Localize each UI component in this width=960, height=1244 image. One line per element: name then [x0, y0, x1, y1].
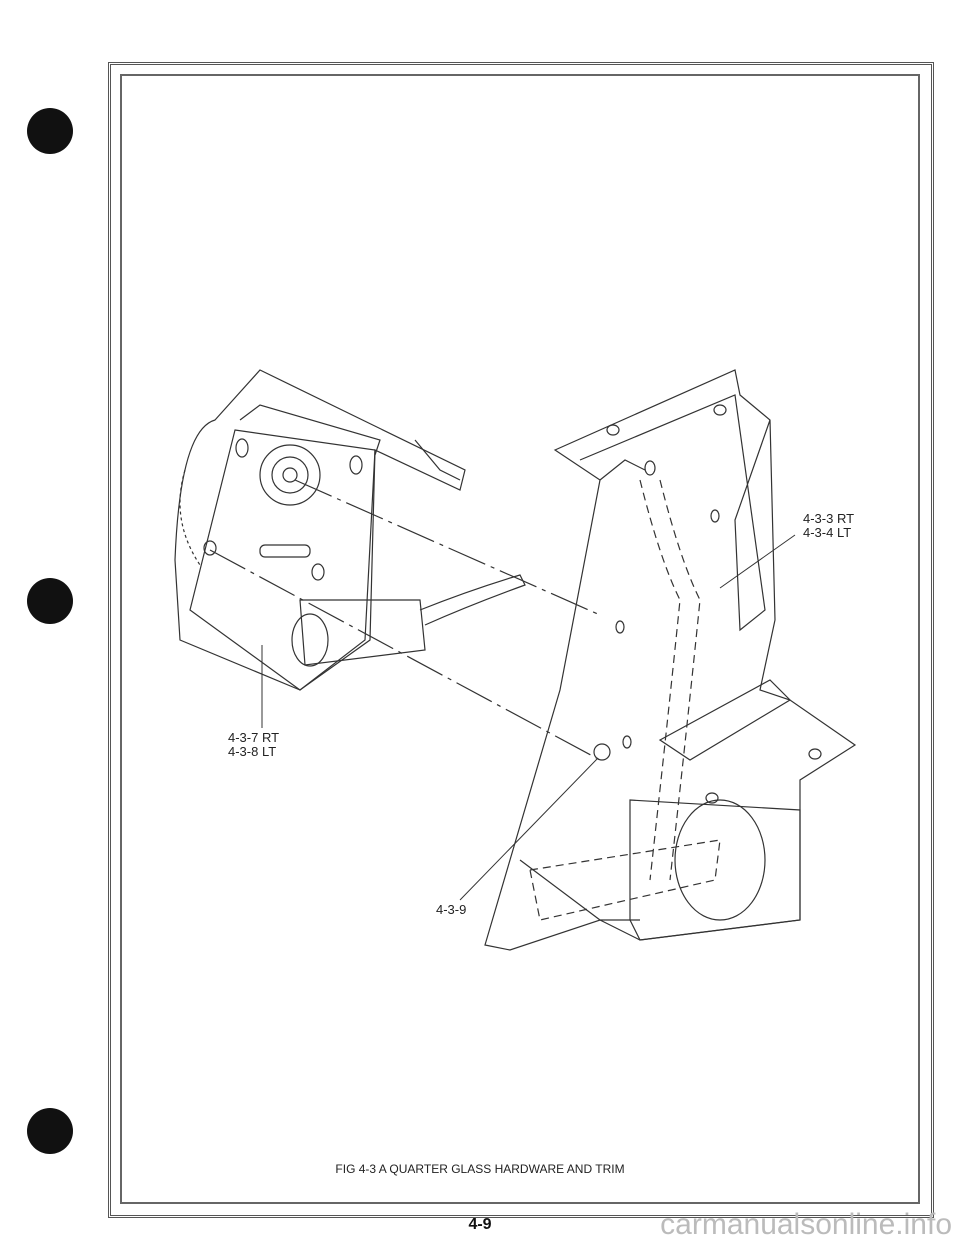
callout-4-3-9: 4-3-9: [436, 902, 467, 917]
window-regulator-motor: [174, 369, 526, 691]
page-border-inner: [120, 74, 920, 1204]
callout-4-3-8: 4-3-8 LT: [228, 744, 277, 759]
figure-caption: FIG 4-3 A QUARTER GLASS HARDWARE AND TRI…: [335, 1162, 625, 1176]
page-number: 4-9: [468, 1216, 492, 1233]
leader-lines: [261, 534, 796, 901]
callout-4-3-4: 4-3-4 LT: [803, 525, 852, 540]
quarter-glass-bracket: [484, 369, 857, 951]
alignment-lines: [209, 479, 601, 761]
page-border-outer: [108, 62, 934, 1218]
binder-hole-bottom: [27, 1108, 73, 1154]
callout-4-3-3: 4-3-3 RT: [803, 511, 855, 526]
callout-4-3-7: 4-3-7 RT: [228, 730, 280, 745]
watermark: carmanualsonline.info: [660, 1208, 952, 1241]
binder-hole-top: [27, 108, 73, 154]
binder-hole-middle: [27, 578, 73, 624]
